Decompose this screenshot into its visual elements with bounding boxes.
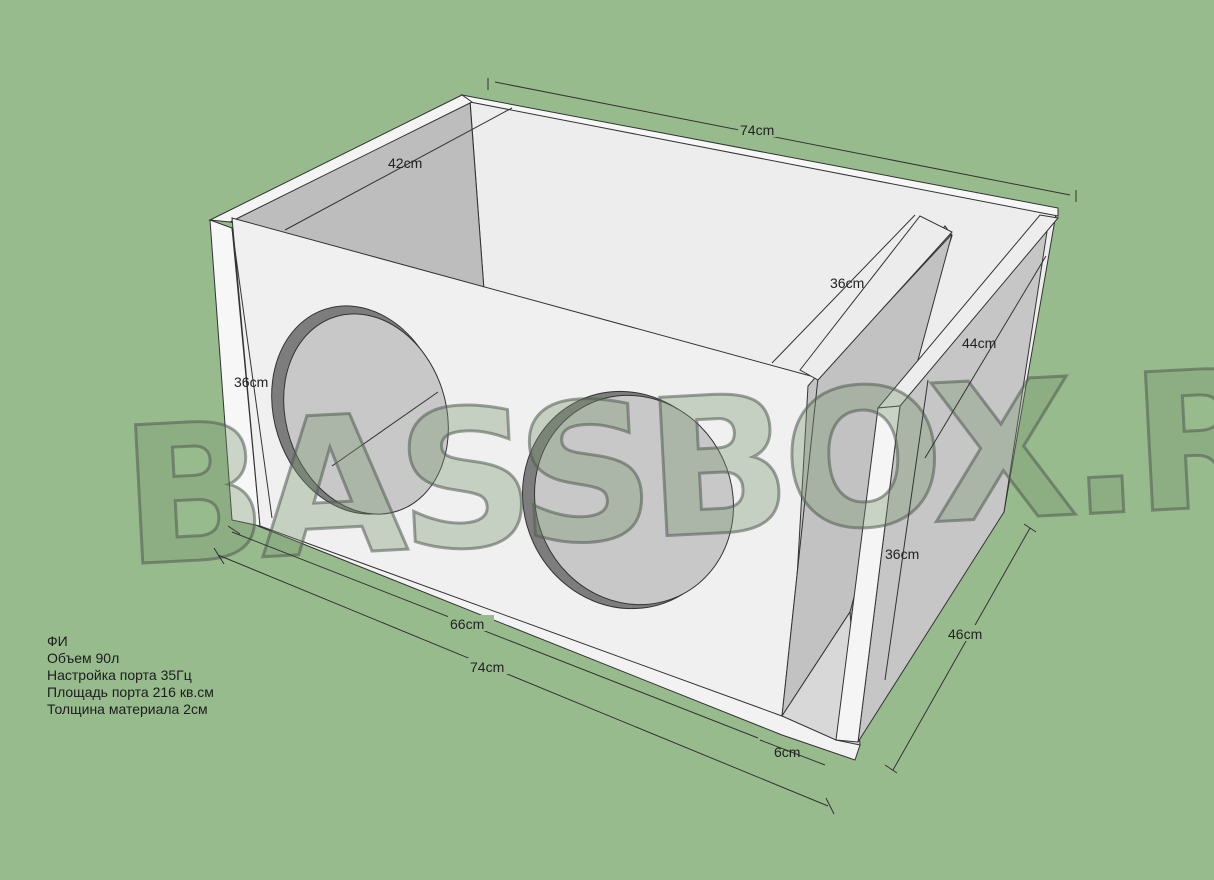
right-side-front-edge (835, 405, 901, 743)
spec-thickness: Толщина материала 2см (47, 701, 208, 717)
dimension-lines (213, 78, 1077, 815)
dim-height-right: 36cm (885, 546, 919, 562)
speaker-hole-left (271, 305, 449, 515)
left-side-top-edge (208, 94, 473, 223)
port-partition-top (799, 215, 953, 381)
spec-volume: Объем 90л (47, 650, 120, 666)
dim-back-length: 74cm (740, 122, 774, 138)
dimension-labels: 74cm 42cm 36cm 44cm 36cm 36cm 46cm 66cm … (234, 121, 996, 760)
spec-port-area: Площадь порта 216 кв.см (47, 684, 214, 700)
spec-type: ФИ (47, 633, 68, 649)
dim-side-depth: 46cm (948, 626, 982, 642)
dim-inner-length: 66cm (450, 616, 484, 632)
dim-height-left: 36cm (234, 374, 268, 390)
speaker-hole-right (522, 390, 734, 610)
dim-right-inner-depth: 44cm (962, 335, 996, 351)
dim-port-width: 6cm (774, 744, 800, 760)
spec-tuning: Настройка порта 35Гц (47, 667, 192, 683)
dim-inner-depth-left: 42cm (388, 155, 422, 171)
dim-partition-depth: 36cm (830, 275, 864, 291)
dim-outer-length: 74cm (470, 659, 504, 675)
box-specs: ФИ Объем 90л Настройка порта 35Гц Площад… (47, 633, 214, 718)
